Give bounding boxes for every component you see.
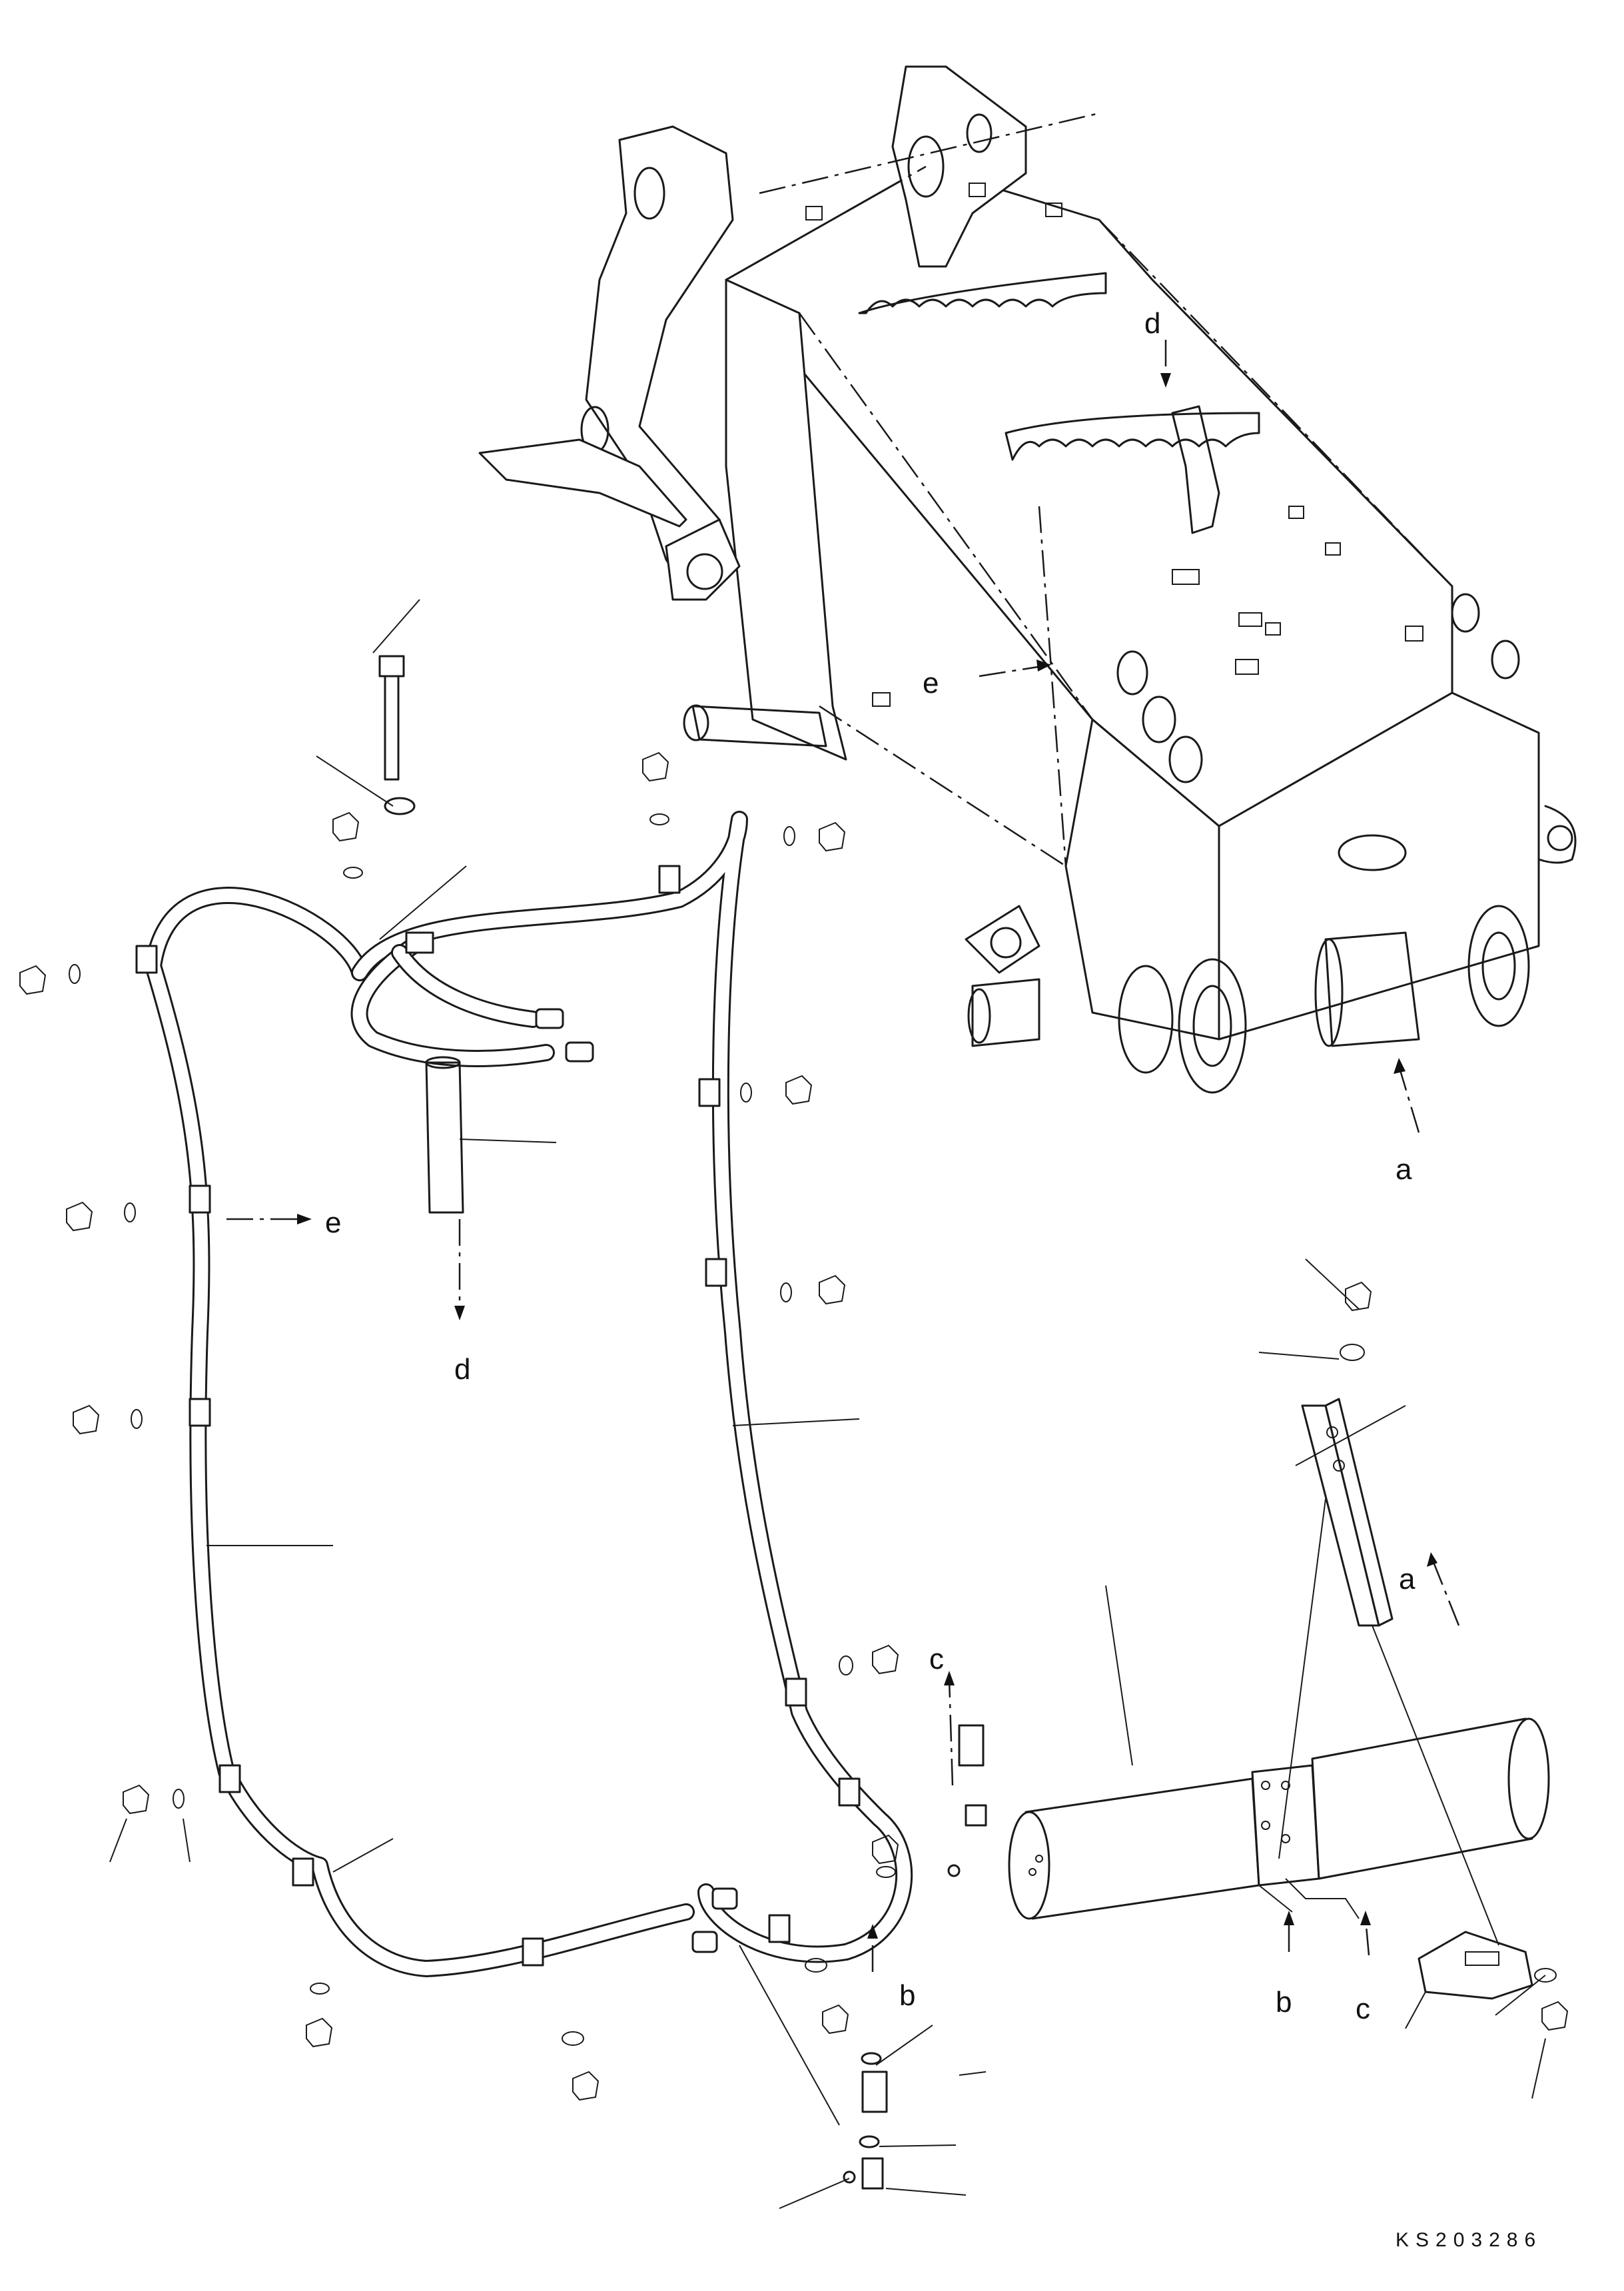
leader-lines <box>109 599 1546 2209</box>
drawing-code: KS203286 <box>1396 2229 1542 2251</box>
ref-label-a-frame: a <box>1396 1153 1412 1186</box>
accumulator-cylinder <box>1008 1398 1550 2000</box>
ref-label-d-hose: d <box>454 1353 470 1386</box>
ref-label-a-plate: a <box>1399 1563 1416 1596</box>
ref-label-e-hose: e <box>325 1206 341 1239</box>
ref-label-d-frame: d <box>1144 307 1160 340</box>
ref-label-b-fitting: b <box>899 1979 915 2012</box>
hydraulic-hoses <box>145 811 913 1977</box>
loader-front-frame <box>478 65 1577 1094</box>
ref-label-b-cylinder: b <box>1276 1986 1292 2019</box>
bolts-and-washers <box>19 655 1569 2190</box>
ref-label-c-cylinder: c <box>1356 1993 1370 2025</box>
reference-arrows <box>226 340 1460 1972</box>
ref-label-c-fitting: c <box>929 1643 944 1675</box>
hose-clamps <box>135 865 861 1967</box>
ref-label-e-frame: e <box>923 667 939 699</box>
